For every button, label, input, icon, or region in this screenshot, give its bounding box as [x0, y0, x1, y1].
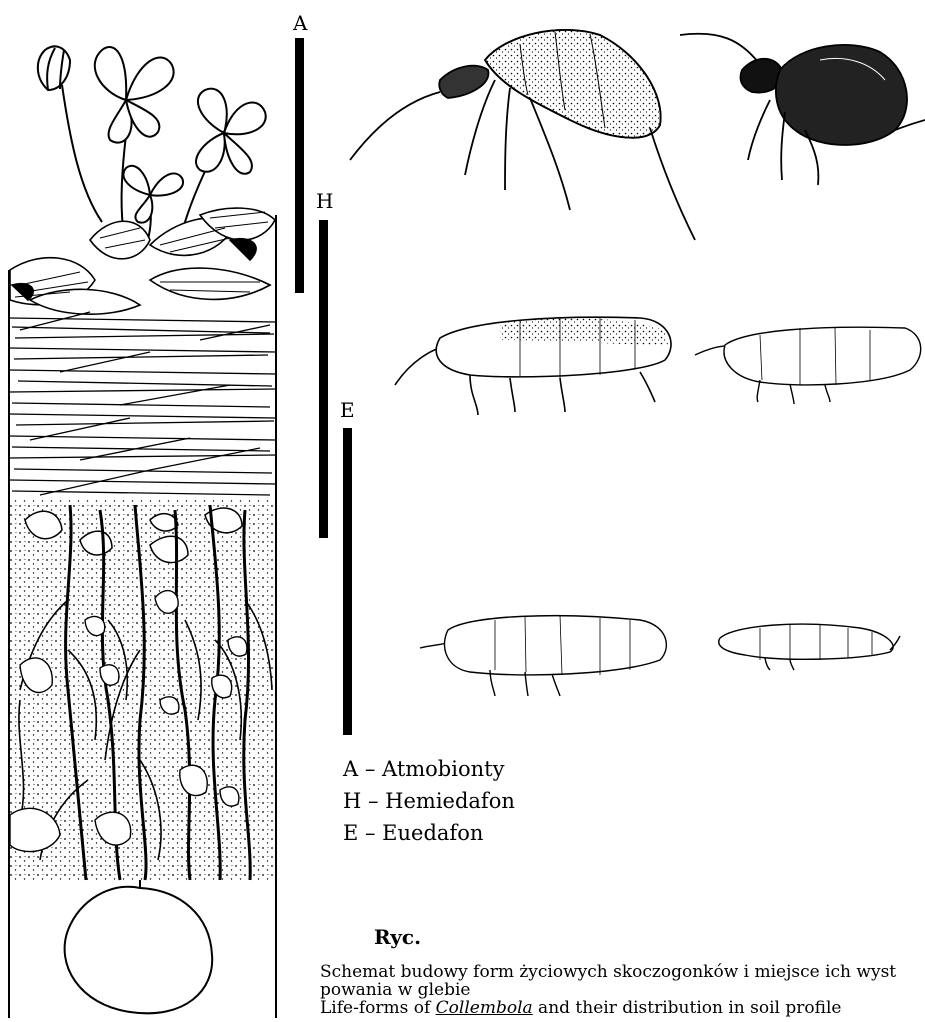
zone-label-e: E: [340, 400, 355, 420]
large-stone: [65, 887, 213, 1013]
fibrous-layer: [10, 312, 276, 495]
caption-polish-line1: Schemat budowy form życiowych skoczogonk…: [320, 964, 896, 981]
euedafon-springtail-2: [719, 624, 900, 670]
caption-title: Ryc.: [374, 925, 421, 949]
soil-profile: [9, 46, 276, 1018]
legend-hemiedafon: H – Hemiedafon: [343, 790, 515, 812]
atmobiont-springtail-1: [350, 30, 695, 240]
zone-label-a: A: [293, 13, 307, 33]
euedafon-springtail-1: [420, 615, 666, 696]
hemiedafon-springtail-1: [395, 317, 671, 415]
atmobionty-bar: [295, 38, 304, 293]
caption-english-suffix: and their distribution in soil profile: [533, 998, 842, 1018]
caption-english-prefix: Life-forms of: [320, 998, 436, 1018]
legend-atmobionty: A – Atmobionty: [343, 758, 504, 780]
atmobiont-springtail-2: [680, 34, 925, 185]
caption-polish-line2: powania w glebie: [320, 982, 470, 999]
zone-label-h: H: [316, 191, 333, 211]
hemiedafon-springtail-2: [695, 327, 921, 404]
euedafon-bar: [343, 428, 352, 735]
zone-bars: [295, 38, 352, 735]
litter-surface: [10, 208, 275, 314]
caption-english: Life-forms of Collembola and their distr…: [320, 1000, 841, 1017]
hemiedafon-bar: [319, 220, 328, 538]
caption-english-taxon: Collembola: [436, 998, 533, 1018]
legend-euedafon: E – Euedafon: [343, 822, 483, 844]
